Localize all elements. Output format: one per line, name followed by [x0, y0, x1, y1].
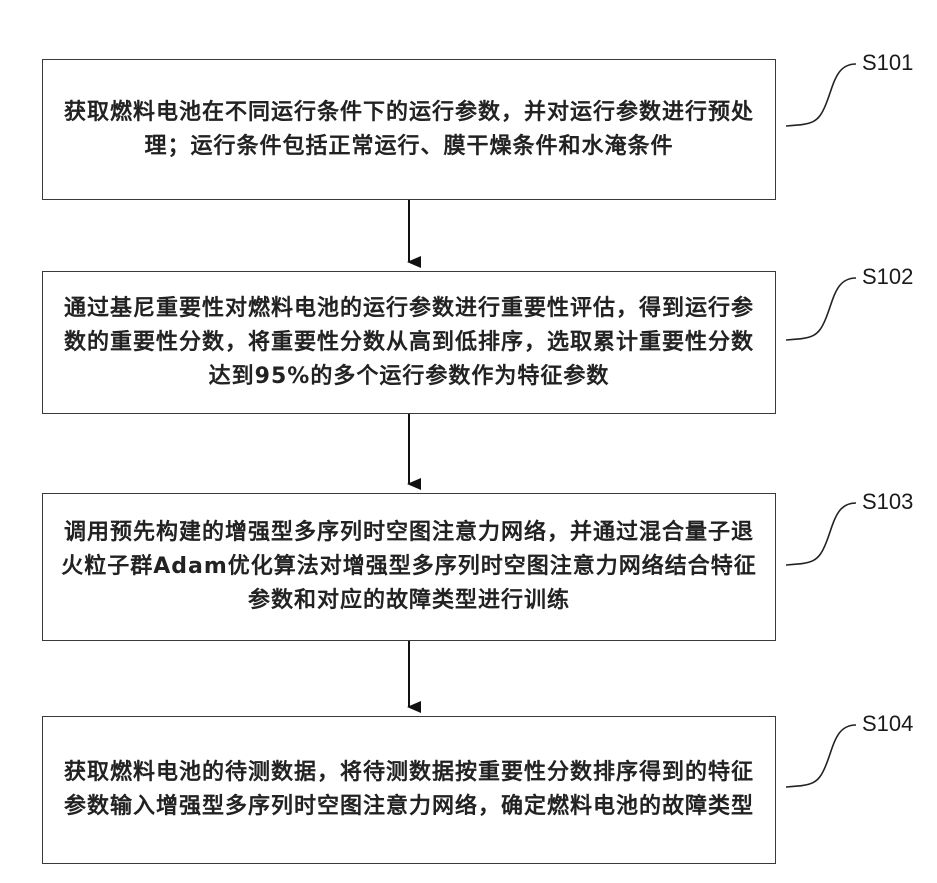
- step-label-s104: S104: [862, 711, 913, 737]
- leader-line-s103: [786, 503, 856, 565]
- leader-line-s104: [786, 725, 856, 787]
- step-text-s104: 获取燃料电池的待测数据，将待测数据按重要性分数排序得到的特征参数输入增强型多序列…: [55, 756, 763, 824]
- step-label-s101: S101: [862, 50, 913, 76]
- step-box-s104: 获取燃料电池的待测数据，将待测数据按重要性分数排序得到的特征参数输入增强型多序列…: [42, 716, 776, 864]
- step-label-s102: S102: [862, 264, 913, 290]
- leader-line-s102: [786, 278, 856, 340]
- step-box-s102: 通过基尼重要性对燃料电池的运行参数进行重要性评估，得到运行参数的重要性分数，将重…: [42, 271, 776, 414]
- step-label-s103: S103: [862, 489, 913, 515]
- step-text-s103: 调用预先构建的增强型多序列时空图注意力网络，并通过混合量子退火粒子群Adam优化…: [55, 516, 763, 618]
- step-text-s101: 获取燃料电池在不同运行条件下的运行参数，并对运行参数进行预处理；运行条件包括正常…: [55, 96, 763, 164]
- leader-line-s101: [786, 64, 856, 126]
- step-box-s103: 调用预先构建的增强型多序列时空图注意力网络，并通过混合量子退火粒子群Adam优化…: [42, 493, 776, 641]
- step-box-s101: 获取燃料电池在不同运行条件下的运行参数，并对运行参数进行预处理；运行条件包括正常…: [42, 59, 776, 200]
- step-text-s102: 通过基尼重要性对燃料电池的运行参数进行重要性评估，得到运行参数的重要性分数，将重…: [55, 292, 763, 394]
